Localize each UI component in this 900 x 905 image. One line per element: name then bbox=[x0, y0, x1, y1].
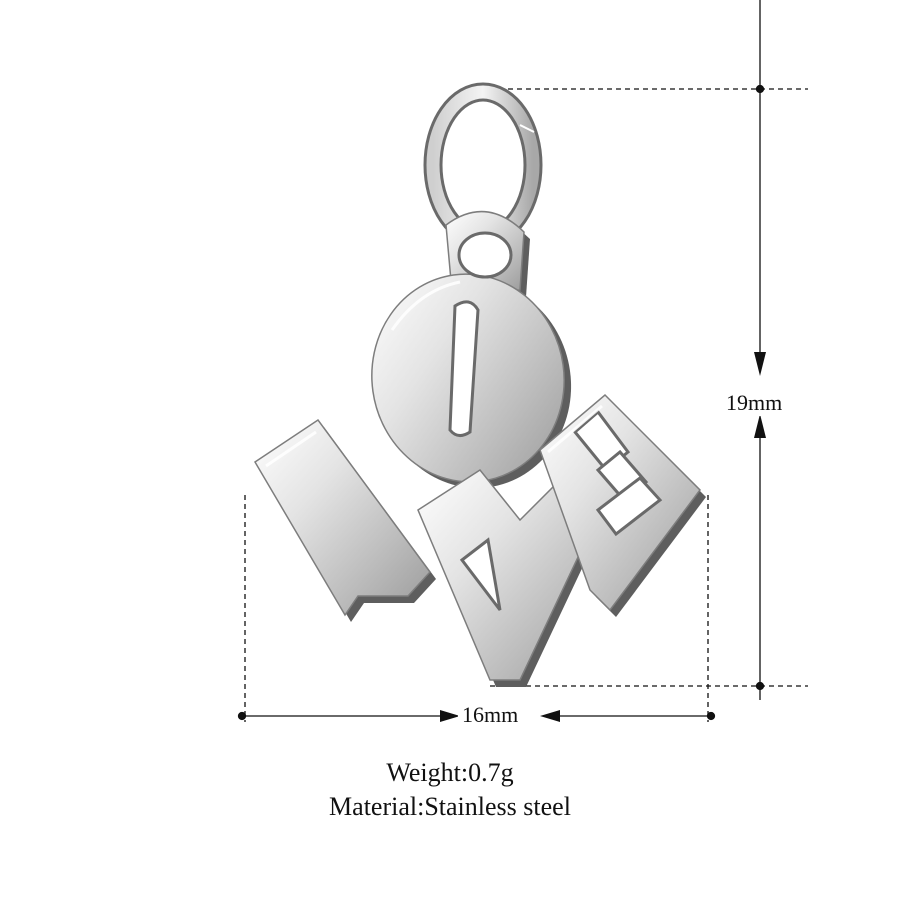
weight-spec: Weight:0.7g bbox=[386, 758, 514, 787]
width-dimension bbox=[237, 495, 716, 722]
height-dimension bbox=[490, 0, 808, 700]
pendant-face bbox=[253, 210, 701, 681]
pendant-cutouts bbox=[448, 231, 663, 611]
width-label: 16mm bbox=[458, 704, 523, 726]
material-spec: Material:Stainless steel bbox=[329, 792, 571, 821]
pendant-highlights bbox=[265, 280, 603, 468]
height-label: 19mm bbox=[726, 390, 783, 416]
